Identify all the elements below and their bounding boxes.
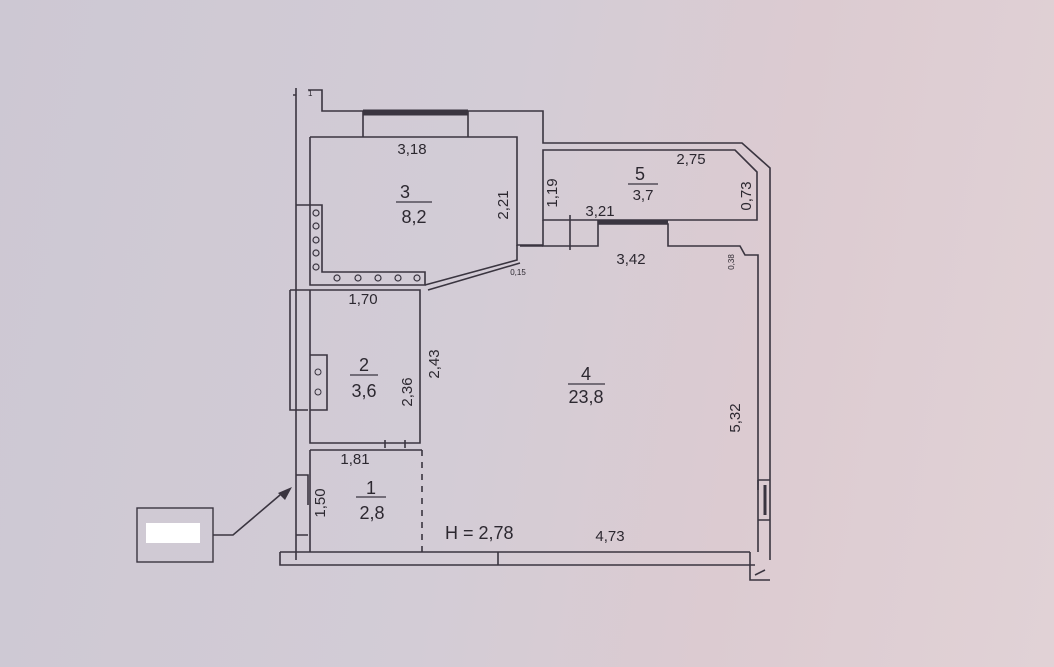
dim-r1-left: 1,50: [312, 488, 329, 517]
dim-r5-top: 2,75: [676, 151, 705, 168]
dim-r1-top: 1,81: [340, 451, 369, 468]
room-3-area: 8,2: [401, 207, 426, 227]
redacted-label: [146, 523, 200, 543]
labels: 1 3 8,2 5 3,7 4 23,8 2 3,6 1 2,8 H = 2,7…: [308, 89, 755, 545]
room-3-number: 3: [400, 182, 410, 202]
room-5-area: 3,7: [633, 187, 654, 204]
dim-r3-top: 3,18: [397, 141, 426, 158]
dim-corner: 0,15: [510, 268, 526, 277]
dim-r2-top: 1,70: [348, 291, 377, 308]
dim-r5-left: 1,19: [544, 178, 561, 207]
room-2-area: 3,6: [351, 381, 376, 401]
window: [363, 109, 468, 116]
room-1-area: 2,8: [359, 503, 384, 523]
dim-r4-left: 2,43: [426, 349, 443, 378]
dim-r4-niche: 0,38: [727, 254, 736, 270]
radiator-circles: [312, 209, 421, 282]
walls: [279, 88, 771, 581]
dim-r4-right: 5,32: [727, 403, 744, 432]
room-5-number: 5: [635, 164, 645, 184]
room-4-number: 4: [581, 364, 591, 384]
dim-r5-right: 0,73: [738, 181, 755, 210]
entrance-box: [136, 487, 292, 563]
dim-r4-bottom: 4,73: [595, 528, 624, 545]
dim-r5-bottom: 3,21: [585, 203, 614, 220]
room-4-area: 23,8: [568, 387, 603, 407]
axis-marker: 1: [308, 89, 313, 98]
room-1-number: 1: [366, 478, 376, 498]
dim-r3-right: 2,21: [495, 190, 512, 219]
room-2-number: 2: [359, 355, 369, 375]
dim-r4-top: 3,42: [616, 251, 645, 268]
dim-r2-right: 2,36: [399, 377, 416, 406]
ceiling-height: H = 2,78: [445, 523, 514, 543]
